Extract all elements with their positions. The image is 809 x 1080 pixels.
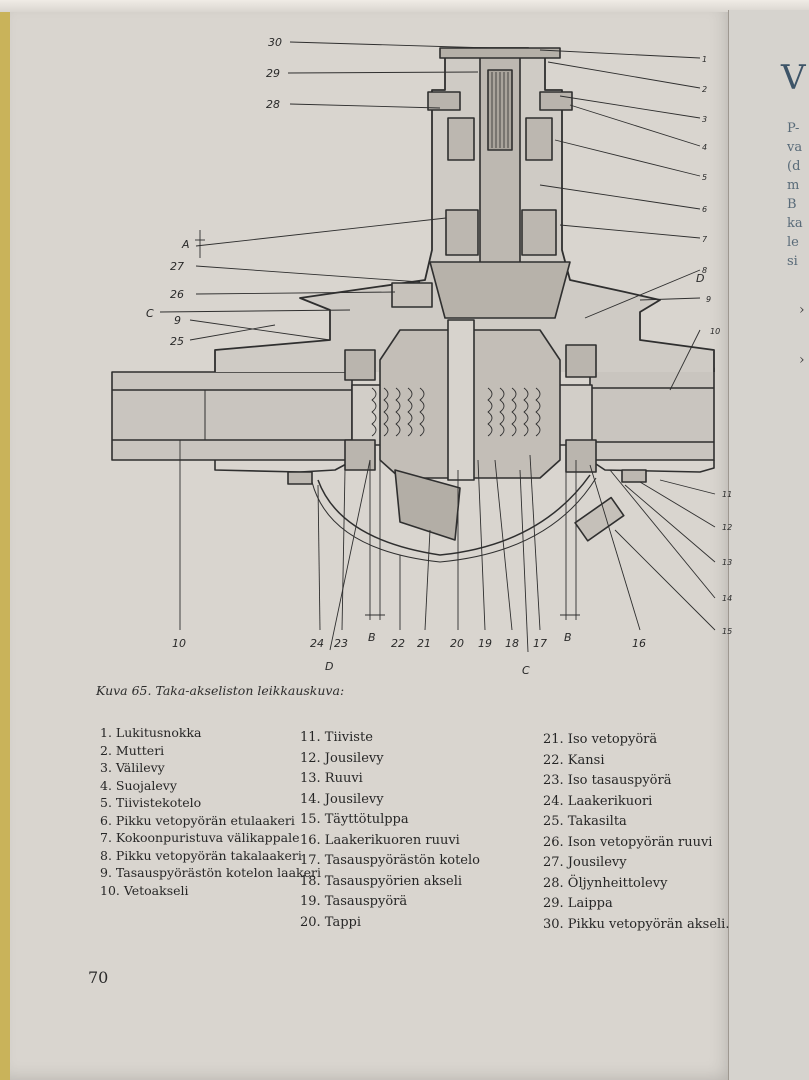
dimension-letter: D <box>325 660 333 673</box>
legend-item: 15. Täyttötulppa <box>300 812 409 827</box>
dimension-letter: B <box>368 631 376 644</box>
axle-tube-left <box>111 371 353 461</box>
legend-item: 27. Jousilevy <box>543 855 627 870</box>
page-top-edge <box>0 0 809 12</box>
callout-label: 11 <box>722 490 732 499</box>
legend-item: 16. Laakerikuoren ruuvi <box>300 832 460 848</box>
legend-item: 1. Lukitusnokka <box>100 725 202 740</box>
next-page-fragment: (d <box>787 159 801 174</box>
callout-label: 28 <box>266 98 280 111</box>
legend-item: 10. Vetoakseli <box>100 882 189 898</box>
callout-label: 5 <box>702 173 707 182</box>
legend-item: 8. Pikku vetopyörän takalaakeri <box>100 847 302 863</box>
legend-item: 22. Kansi <box>543 752 605 768</box>
next-page-fragment: B <box>787 197 797 212</box>
callout-label: 1 <box>702 55 707 64</box>
callout-label: 30 <box>268 36 282 49</box>
legend-item: 20. Tappi <box>300 914 362 930</box>
legend-item: 4. Suojalevy <box>100 777 177 793</box>
legend-item: 23. Iso tasauspyörä <box>543 773 672 788</box>
callout-label: 7 <box>702 235 708 244</box>
legend-item: 6. Pikku vetopyörän etulaakeri <box>100 812 295 828</box>
callout-label: 15 <box>722 627 732 636</box>
legend-item: 30. Pikku vetopyörän akseli. <box>543 916 730 932</box>
legend-item: 2. Mutteri <box>100 742 165 758</box>
callout-label: 9 <box>174 314 181 327</box>
legend-item: 17. Tasauspyörästön kotelo <box>300 853 480 868</box>
legend-item: 11. Tiiviste <box>300 730 373 745</box>
legend-item: 25. Takasilta <box>543 814 627 829</box>
dimension-letter: C <box>146 307 154 320</box>
callout-label: 25 <box>170 335 184 348</box>
next-page-heading: V <box>781 58 807 98</box>
page-mark: › <box>799 352 805 368</box>
callout-label: 6 <box>702 205 707 214</box>
callout-label: 18 <box>505 637 519 650</box>
page-number: 70 <box>88 968 109 987</box>
legend-column-2: 11. Tiiviste 12. Jousilevy 13. Ruuvi 14.… <box>300 728 480 933</box>
legend-item: 29. Laippa <box>543 896 613 911</box>
callout-label: 27 <box>170 260 184 273</box>
legend-item: 9. Tasauspyörästön kotelon laakeri <box>100 865 321 880</box>
next-page-fragment: P- <box>787 121 800 136</box>
legend-item: 18. Tasauspyörien akseli <box>300 873 463 889</box>
legend-column-3: 21. Iso vetopyörä 22. Kansi 23. Iso tasa… <box>543 730 729 935</box>
legend-item: 21. Iso vetopyörä <box>543 732 658 747</box>
legend-item: 7. Kokoonpuristuva välikappale <box>100 830 300 845</box>
next-page-fragment: le <box>787 235 799 250</box>
callout-label: 23 <box>334 637 348 650</box>
dimension-letter: A <box>181 238 190 251</box>
legend-item: 13. Ruuvi <box>300 771 363 786</box>
dimension-letter: D <box>696 272 704 285</box>
legend-item: 24. Laakerikuori <box>543 793 653 809</box>
axle-tube-right <box>589 367 715 461</box>
callout-label: 3 <box>702 115 707 124</box>
callout-label: 26 <box>170 288 184 301</box>
next-page-fragment: m <box>787 178 800 193</box>
next-page-fragment: si <box>787 254 798 269</box>
legend-item: 12. Jousilevy <box>300 750 384 766</box>
legend-item: 14. Jousilevy <box>300 791 384 807</box>
figure-caption: Kuva 65. Taka-akseliston leikkauskuva: <box>96 683 345 698</box>
legend-item: 3. Välilevy <box>100 760 165 775</box>
book-edge <box>0 0 10 1080</box>
callout-label: 2 <box>702 85 707 94</box>
legend-column-1: 1. Lukitusnokka 2. Mutteri 3. Välilevy 4… <box>100 724 321 899</box>
legend-item: 5. Tiivistekotelo <box>100 795 202 810</box>
callout-label: 12 <box>722 523 732 532</box>
callout-label: 19 <box>478 637 492 650</box>
callout-label: 13 <box>722 558 732 567</box>
callout-label: 10 <box>710 327 720 336</box>
dimension-letter: B <box>564 631 572 644</box>
callout-label: 22 <box>391 637 405 650</box>
rear-axle-cross-section-drawing: 30 29 28 27 26 9 25 1 2 3 4 5 6 7 8 9 10… <box>111 36 732 677</box>
legend-item: 19. Tasauspyörä <box>300 894 408 909</box>
book-page-left <box>10 0 740 1080</box>
callout-label: 8 <box>702 266 707 275</box>
callout-label: 20 <box>450 637 464 650</box>
legend-item: 26. Ison vetopyörän ruuvi <box>543 834 713 850</box>
next-page-fragment: ka <box>787 216 803 231</box>
callout-label: 24 <box>310 637 324 650</box>
callout-label: 16 <box>632 637 646 650</box>
callout-label: 29 <box>266 67 280 80</box>
next-page-fragment: va <box>787 140 803 155</box>
dimension-letter: C <box>522 664 530 677</box>
legend-item: 28. Öljynheittolevy <box>543 875 668 891</box>
callout-label: 10 <box>172 637 186 650</box>
callout-label: 4 <box>702 143 707 152</box>
callout-label: 9 <box>706 295 711 304</box>
callout-label: 21 <box>417 637 431 650</box>
book-page-right: V P- va (d m B ka le si › › <box>728 10 809 1080</box>
callout-label: 14 <box>722 594 732 603</box>
callout-label: 17 <box>533 637 547 650</box>
page-mark: › <box>799 302 805 318</box>
